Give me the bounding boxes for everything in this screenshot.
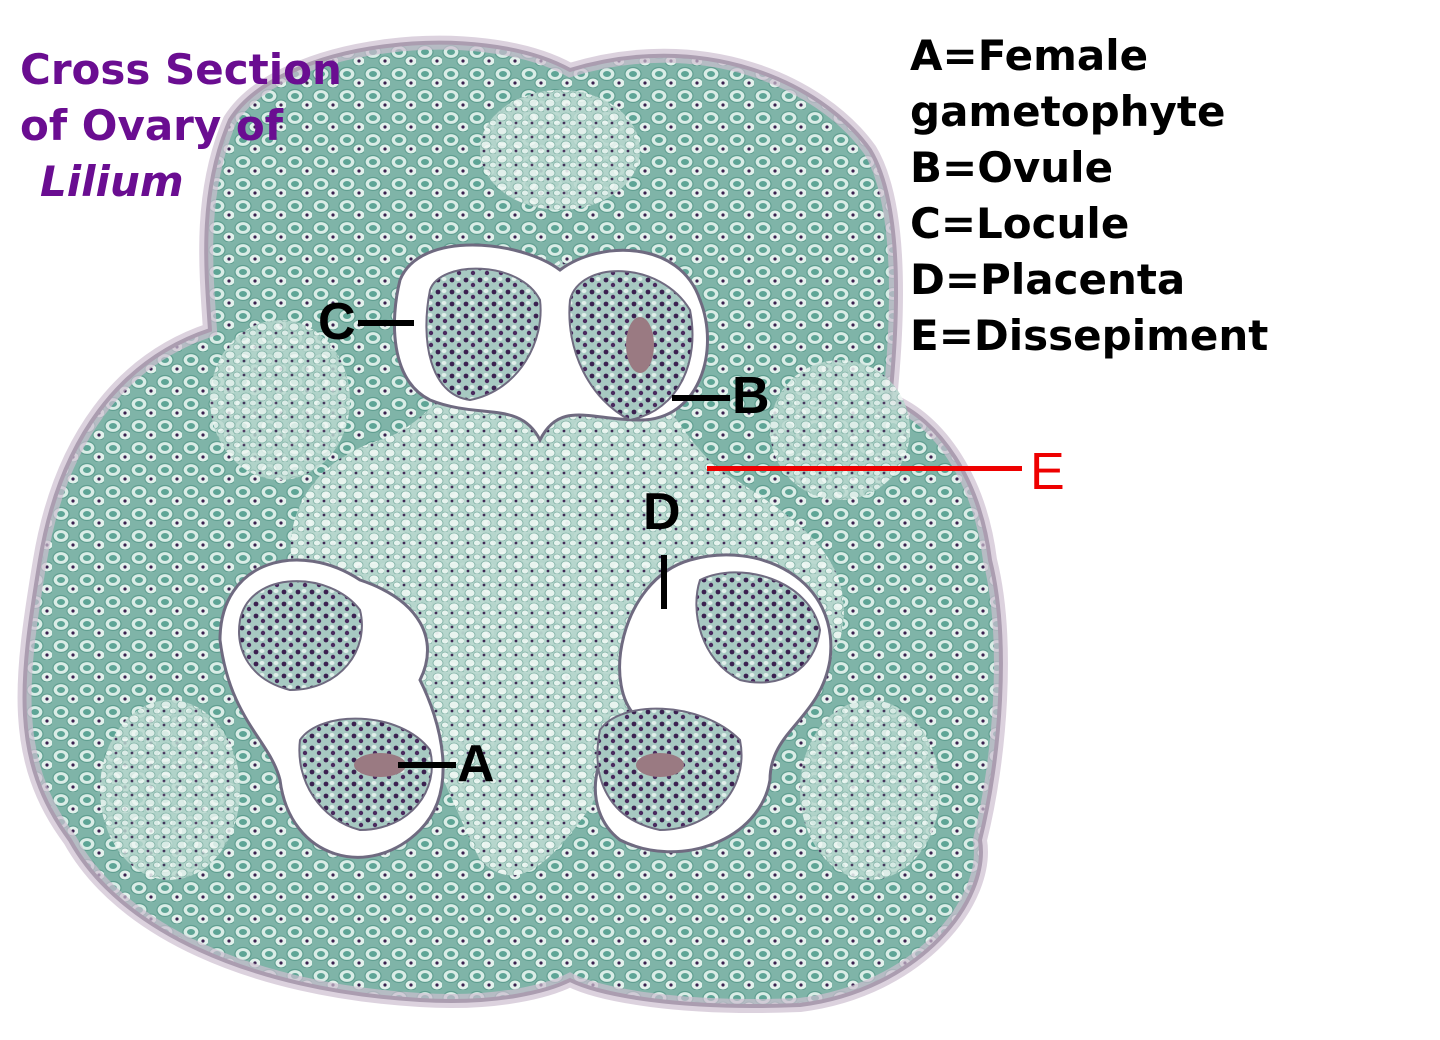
ovule-right [695, 571, 822, 684]
label-a-female-gametophyte: A [457, 735, 495, 793]
ovule-left [238, 580, 363, 692]
legend-item-d: D=Placenta [910, 255, 1186, 304]
pointer-line-d [661, 555, 667, 609]
ovule-top-left [425, 267, 542, 402]
label-e-dissepiment: E [1030, 443, 1065, 501]
pointer-line-e [707, 466, 1022, 471]
pointer-line-c [358, 320, 414, 326]
legend-item-c: C=Locule [910, 199, 1130, 248]
legend-item-e: E=Dissepiment [910, 311, 1269, 360]
title-line-2: of Ovary of [20, 101, 284, 150]
label-d-placenta: D [643, 483, 681, 541]
legend-item-a: A=Female gametophyte [910, 31, 1226, 136]
legend-item-b: B=Ovule [910, 143, 1114, 192]
pointer-line-a [398, 762, 456, 768]
figure-title: Cross Section of Ovary of Lilium [20, 42, 342, 210]
label-legend: A=Female gametophyte B=Ovule C=Locule D=… [910, 28, 1440, 364]
title-line-1: Cross Section [20, 45, 342, 94]
title-line-3-genus: Lilium [40, 157, 184, 206]
label-c-locule: C [318, 293, 356, 351]
pointer-line-b [672, 395, 730, 401]
label-b-ovule: B [732, 367, 770, 425]
